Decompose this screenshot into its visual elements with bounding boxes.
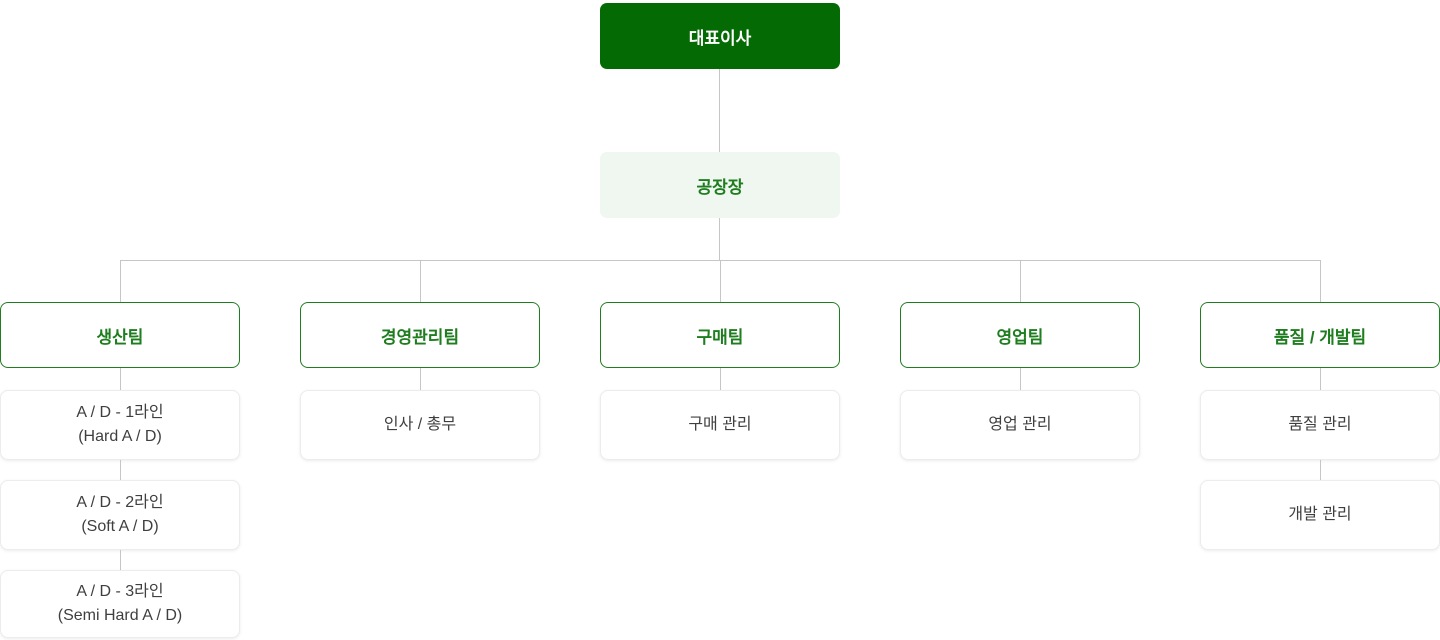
sub-hr-general-affairs: 인사 / 총무 (300, 390, 540, 460)
sub-sales-management: 영업 관리 (900, 390, 1140, 460)
connector-plant-trunk (719, 218, 720, 260)
connector-trunk-quality (1320, 260, 1321, 302)
connector-quality-sub2 (1320, 460, 1321, 480)
connector-trunk-sales (1020, 260, 1021, 302)
connector-production-sub3 (120, 550, 121, 570)
org-node-ceo: 대표이사 (600, 3, 840, 69)
connector-admin-sub1 (420, 368, 421, 390)
connector-trunk-admin (420, 260, 421, 302)
dept-production: 생산팀 (0, 302, 240, 368)
connector-purchasing-sub1 (720, 368, 721, 390)
connector-ceo-plant (719, 69, 720, 152)
dept-purchasing: 구매팀 (600, 302, 840, 368)
org-node-plant-manager: 공장장 (600, 152, 840, 218)
sub-production-line3: A / D - 3라인 (Semi Hard A / D) (0, 570, 240, 638)
connector-sales-sub1 (1020, 368, 1021, 390)
connector-production-sub2 (120, 460, 121, 480)
sub-purchasing-management: 구매 관리 (600, 390, 840, 460)
dept-sales: 영업팀 (900, 302, 1140, 368)
dept-quality-dev: 품질 / 개발팀 (1200, 302, 1440, 368)
dept-admin: 경영관리팀 (300, 302, 540, 368)
sub-development-management: 개발 관리 (1200, 480, 1440, 550)
connector-production-sub1 (120, 368, 121, 390)
sub-production-line2: A / D - 2라인 (Soft A / D) (0, 480, 240, 550)
connector-trunk-purchasing (720, 260, 721, 302)
connector-quality-sub1 (1320, 368, 1321, 390)
sub-production-line1: A / D - 1라인 (Hard A / D) (0, 390, 240, 460)
sub-quality-management: 품질 관리 (1200, 390, 1440, 460)
connector-trunk-production (120, 260, 121, 302)
